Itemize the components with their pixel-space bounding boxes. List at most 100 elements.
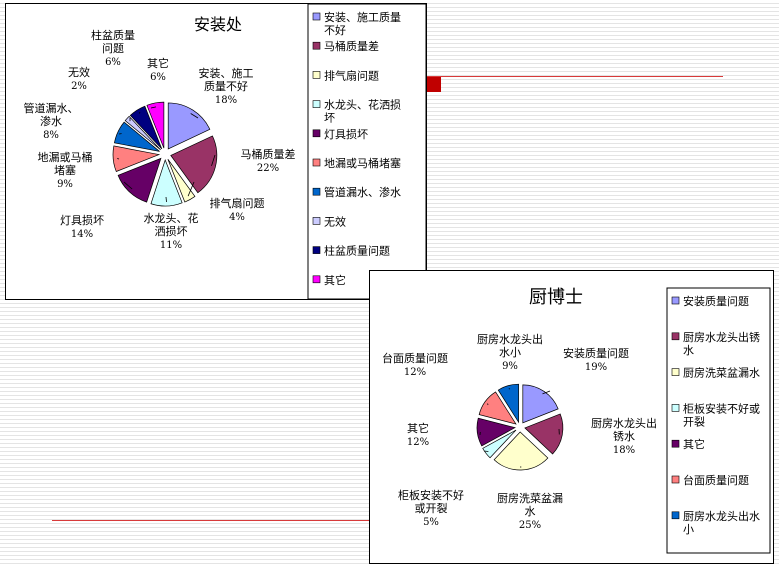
legend-box [666, 287, 771, 554]
slice-label: 柜板安装不好或开裂 [398, 488, 464, 515]
slice-label: 厨房水龙头出水小 [477, 332, 543, 359]
slice-label: 其它 [147, 56, 169, 70]
legend-swatch [312, 71, 321, 79]
legend-swatch [671, 439, 680, 448]
leader-line [117, 158, 120, 160]
pie-slice [522, 384, 559, 424]
pie-slice [482, 429, 517, 459]
legend-item: 其它 [683, 437, 705, 451]
slice-label: 其它 [407, 421, 429, 435]
legend-item: 安装质量问题 [683, 294, 749, 308]
pie-slice [493, 431, 549, 471]
pie-chart-installation: 安装处安装、施工质量不好18%马桶质量差22%排气扇问题4%水龙头、花洒损坏11… [24, 4, 426, 299]
slice-label: 安装质量问题 [563, 346, 629, 360]
pie-slice [167, 102, 211, 150]
pie-slice [150, 158, 183, 207]
pie-slice [478, 391, 517, 425]
legend-swatch [312, 41, 321, 50]
slice-label: 马桶质量差 [241, 147, 296, 161]
slice-percent: 8% [43, 130, 59, 141]
legend-item: 柜板安装不好或开裂 [683, 401, 760, 428]
slice-label: 柱盆质量问题 [91, 28, 135, 55]
legend-box [307, 4, 426, 299]
legend-swatch [671, 511, 680, 520]
legend-swatch [312, 275, 321, 284]
slice-percent: 11% [160, 240, 182, 251]
leader-line [211, 154, 216, 167]
slice-percent: 18% [215, 95, 237, 106]
legend-swatch [671, 332, 680, 341]
slice-percent: 6% [105, 57, 121, 68]
pie-slice [167, 159, 196, 203]
legend-swatch [671, 475, 680, 484]
leader-line [542, 390, 551, 395]
pie-slice [476, 417, 516, 447]
legend-item: 厨房洗菜盆漏水 [683, 366, 760, 380]
legend-item: 地漏或马桶堵塞 [324, 156, 401, 170]
slice-label: 管道漏水、渗水 [24, 101, 79, 128]
slice-label: 厨房洗菜盆漏水 [497, 491, 563, 518]
slice-percent: 6% [150, 72, 166, 83]
legend-item: 安装、施工质量不好 [324, 10, 401, 37]
leader-line [483, 450, 489, 452]
legend-item: 马桶质量差 [324, 39, 379, 53]
legend-item: 台面质量问题 [683, 473, 749, 487]
pie-slice [524, 413, 564, 455]
leader-line [123, 181, 133, 190]
slice-percent: 2% [71, 81, 87, 92]
slice-percent: 25% [519, 520, 541, 531]
legend-swatch [312, 100, 321, 108]
legend-item: 其它 [324, 273, 346, 287]
slice-percent: 22% [257, 163, 279, 174]
pie-chart-kitchen: 厨博士安装质量问题19%厨房水龙头出锈水18%厨房洗菜盆漏水25%柜板安装不好或… [382, 287, 771, 554]
slice-percent: 14% [71, 229, 93, 240]
slice-percent: 9% [502, 361, 518, 372]
slice-label: 厨房水龙头出锈水 [591, 416, 657, 443]
legend-swatch [312, 246, 321, 254]
slice-label: 地漏或马桶堵塞 [38, 150, 93, 177]
legend-swatch [671, 404, 680, 412]
pie-slice [129, 105, 163, 150]
legend-item: 柱盆质量问题 [324, 244, 390, 258]
decor-line-upper [427, 76, 723, 77]
legend-item: 管道漏水、渗水 [324, 185, 401, 199]
leader-line [165, 196, 167, 203]
slice-percent: 5% [423, 517, 439, 528]
slice-label: 灯具损坏 [60, 213, 104, 227]
legend-item: 排气扇问题 [324, 68, 379, 82]
decor-line-lower [52, 520, 370, 521]
slice-percent: 4% [229, 212, 245, 223]
slice-percent: 12% [404, 367, 426, 378]
legend-item: 无效 [324, 214, 346, 228]
legend-swatch [312, 129, 321, 138]
pie-slice [112, 145, 161, 172]
legend-swatch [312, 217, 321, 225]
legend-item: 灯具损坏 [324, 127, 368, 141]
leader-line [150, 106, 157, 109]
legend-swatch [312, 187, 321, 196]
legend-item: 厨房水龙头出水小 [683, 509, 760, 536]
leader-line [190, 113, 199, 119]
chart-title: 安装处 [194, 15, 242, 34]
pie-slice [146, 101, 165, 149]
chart-title: 厨博士 [529, 287, 583, 308]
slice-label: 排气扇问题 [210, 196, 265, 210]
slice-label: 台面质量问题 [382, 351, 448, 365]
slice-percent: 9% [57, 179, 73, 190]
legend-swatch [671, 368, 680, 376]
leader-line [187, 181, 195, 197]
slice-percent: 12% [407, 437, 429, 448]
pie-slice [497, 383, 519, 424]
slice-label: 水龙头、花洒损坏 [144, 212, 199, 238]
legend-item: 厨房水龙头出锈水 [683, 330, 760, 357]
slice-label: 无效 [68, 65, 90, 79]
pie-slice [113, 121, 160, 152]
slice-percent: 18% [613, 445, 635, 456]
legend-swatch [671, 296, 680, 305]
slice-label: 安装、施工质量不好 [199, 66, 254, 93]
leader-line [138, 111, 141, 114]
slice-percent: 19% [585, 362, 607, 373]
decor-square [427, 77, 441, 92]
